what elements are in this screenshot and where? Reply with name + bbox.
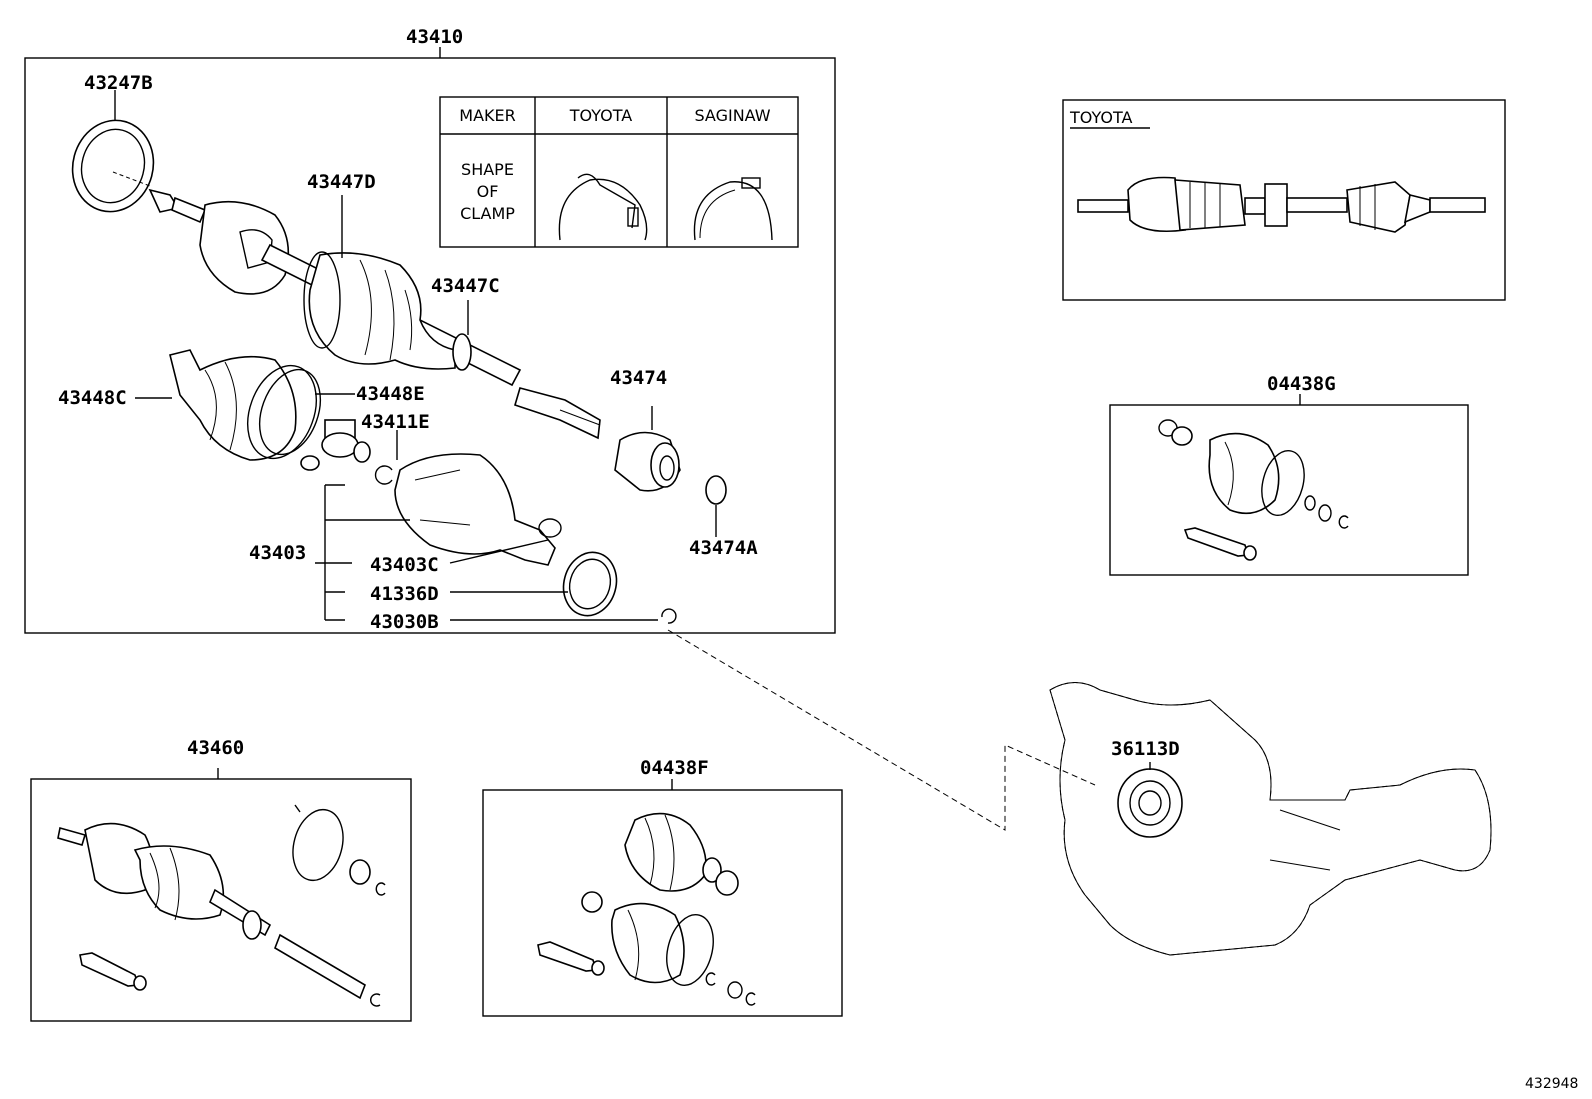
label-43448C: 43448C <box>58 387 127 409</box>
toyota-box <box>1062 99 1506 301</box>
kit-43460-parts <box>57 804 386 1007</box>
part-43448E-band <box>247 364 355 460</box>
kit-04438F-parts <box>537 812 756 1006</box>
part-43403-housing <box>394 453 562 566</box>
box-04438G <box>1109 404 1469 576</box>
clamp-shape-table <box>439 96 799 248</box>
table-col-saginaw: SAGINAW <box>694 106 771 125</box>
part-41336D-seal <box>562 551 618 617</box>
toyota-complete-shaft <box>1077 176 1486 233</box>
assembly-box-43410 <box>24 57 836 634</box>
part-shaft <box>514 387 601 440</box>
part-43447C-clamp <box>452 300 472 371</box>
label-04438F: 04438F <box>640 757 709 779</box>
label-43474: 43474 <box>610 367 668 389</box>
label-43403C: 43403C <box>370 554 439 576</box>
table-col-toyota: TOYOTA <box>569 106 633 125</box>
label-43460: 43460 <box>187 737 245 759</box>
box-43460 <box>30 778 412 1022</box>
label-43447D: 43447D <box>307 171 376 193</box>
toyota-box-title: TOYOTA <box>1070 108 1133 127</box>
part-43411E-tripod <box>300 419 371 471</box>
table-row-label-clamp: CLAMP <box>460 204 515 223</box>
diagram-code: 432948 <box>1525 1076 1579 1092</box>
part-43474A-clip <box>705 475 727 537</box>
label-43410: 43410 <box>406 26 464 48</box>
label-43403: 43403 <box>249 542 307 564</box>
label-43448E: 43448E <box>356 383 425 405</box>
label-04438G: 04438G <box>1267 373 1336 395</box>
label-43447C: 43447C <box>431 275 500 297</box>
label-36113D: 36113D <box>1111 738 1180 760</box>
label-43247B: 43247B <box>84 72 153 94</box>
part-43474-bearing <box>614 406 681 492</box>
label-43474A: 43474A <box>689 537 758 559</box>
connector-dashed-line <box>667 629 1096 831</box>
part-43448C-boot <box>135 349 297 461</box>
label-43411E: 43411E <box>361 411 430 433</box>
transmission-housing <box>1049 682 1492 956</box>
kit-04438G-parts <box>1158 419 1349 561</box>
part-43247B-ring <box>71 90 155 213</box>
label-43030B: 43030B <box>370 611 439 633</box>
leader-lines-43403 <box>315 484 658 621</box>
box-04438F <box>482 789 843 1017</box>
table-row-label-shape: SHAPE <box>461 160 514 179</box>
table-maker-header: MAKER <box>459 106 516 125</box>
label-41336D: 41336D <box>370 583 439 605</box>
part-43030B-snap-ring <box>661 608 677 624</box>
table-row-label-of: OF <box>476 182 499 201</box>
